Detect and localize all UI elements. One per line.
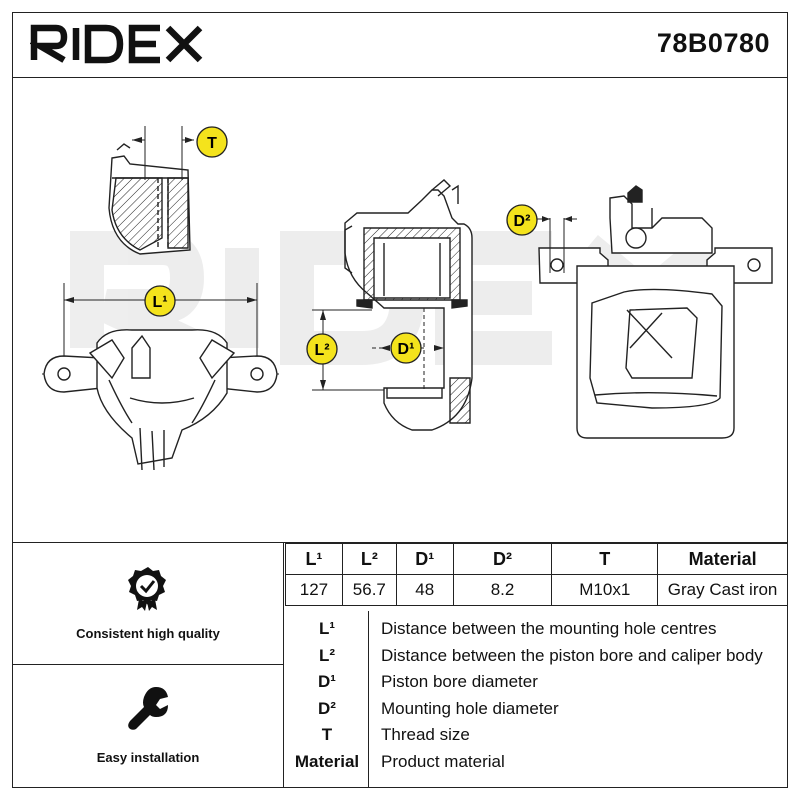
header: 78B0780 xyxy=(12,12,788,78)
features-panel: Consistent high quality Easy installatio… xyxy=(12,543,284,787)
svg-text:T: T xyxy=(207,135,217,152)
svg-text:L²: L² xyxy=(314,342,329,359)
badge-t: T xyxy=(196,126,228,158)
feature-quality: Consistent high quality xyxy=(12,565,284,641)
spec-header-row: L¹ L² D¹ D² T Material xyxy=(285,543,788,575)
badge-d2: D² xyxy=(506,204,538,236)
thread-section-drawing xyxy=(108,126,194,255)
features-divider xyxy=(12,664,284,665)
part-number: 78B0780 xyxy=(656,28,770,58)
legend-key: D² xyxy=(318,699,336,718)
svg-text:D²: D² xyxy=(514,213,531,230)
feature-label-installation: Easy installation xyxy=(96,750,200,765)
caliper-rear-drawing xyxy=(532,185,773,439)
legend-row: D² Mounting hole diameter xyxy=(285,699,788,725)
legend-row: T Thread size xyxy=(285,725,788,751)
badge-l1: L¹ xyxy=(144,285,176,317)
spec-header-d2: D² xyxy=(452,543,553,575)
legend-row: D¹ Piston bore diameter xyxy=(285,672,788,698)
feature-label-quality: Consistent high quality xyxy=(76,626,220,641)
svg-text:L¹: L¹ xyxy=(152,294,167,311)
legend-key: L¹ xyxy=(318,619,336,638)
check-badge-icon xyxy=(128,567,166,611)
spec-value-d2: 8.2 xyxy=(452,574,553,606)
badge-l2: L² xyxy=(306,333,338,365)
legend: L¹ Distance between the mounting hole ce… xyxy=(285,611,788,787)
legend-desc: Mounting hole diameter xyxy=(381,699,559,718)
badge-d1: D¹ xyxy=(390,332,422,364)
spec-value-row: 127 56.7 48 8.2 M10x1 Gray Cast iron xyxy=(285,574,788,606)
legend-key: T xyxy=(321,725,333,744)
spec-value-l1: 127 xyxy=(285,574,343,606)
ridex-logo xyxy=(30,24,203,64)
legend-key: Material xyxy=(294,752,360,771)
legend-desc: Piston bore diameter xyxy=(381,672,538,691)
piston-section-drawing xyxy=(312,179,473,431)
spec-value-d1: 48 xyxy=(395,574,454,606)
spec-table: L¹ L² D¹ D² T Material 127 56.7 48 8.2 M… xyxy=(285,543,788,606)
spec-header-material: Material xyxy=(657,543,788,575)
spec-header-l1: L¹ xyxy=(285,543,343,575)
wrench-icon xyxy=(128,687,168,730)
legend-desc: Product material xyxy=(381,752,505,771)
legend-row: L² Distance between the piston bore and … xyxy=(285,646,788,672)
spec-header-d1: D¹ xyxy=(395,543,454,575)
legend-desc: Distance between the mounting hole centr… xyxy=(381,619,717,638)
caliper-front-drawing xyxy=(42,283,279,471)
svg-text:D¹: D¹ xyxy=(398,341,415,358)
feature-installation: Easy installation xyxy=(12,685,284,765)
legend-row: L¹ Distance between the mounting hole ce… xyxy=(285,619,788,645)
spec-header-l2: L² xyxy=(341,543,397,575)
spec-value-l2: 56.7 xyxy=(341,574,397,606)
page-frame xyxy=(12,12,788,788)
legend-key: D¹ xyxy=(318,672,336,691)
legend-desc: Thread size xyxy=(381,725,470,744)
legend-row: Material Product material xyxy=(285,752,788,778)
legend-key: L² xyxy=(318,646,336,665)
spec-value-material: Gray Cast iron xyxy=(657,574,788,606)
spec-value-t: M10x1 xyxy=(551,574,659,606)
legend-key-column xyxy=(285,611,369,787)
legend-desc: Distance between the piston bore and cal… xyxy=(381,646,763,665)
spec-section: Consistent high quality Easy installatio… xyxy=(12,542,788,788)
technical-drawing: T L¹ L² D¹ D² xyxy=(42,126,773,471)
spec-header-t: T xyxy=(551,543,659,575)
